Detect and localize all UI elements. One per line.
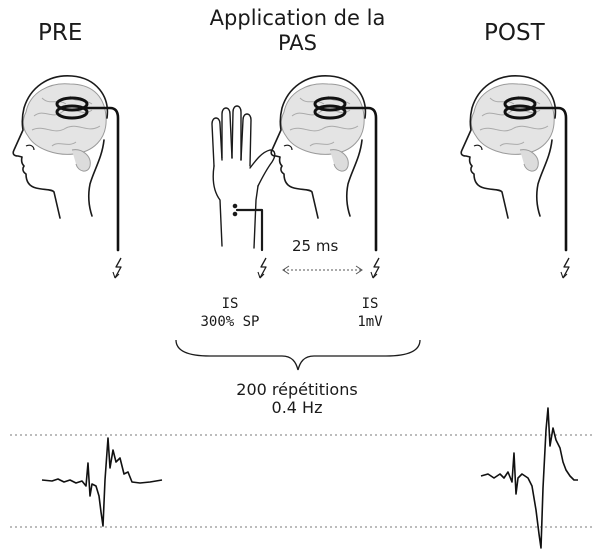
post-brain-icon [470, 83, 555, 172]
pas-brain-icon [280, 83, 365, 172]
pre-mep-trace [41, 437, 163, 527]
stimulus-left-line-2: 300% SP [200, 313, 260, 330]
pas-cortical-stimulus-icon [370, 257, 380, 279]
peripheral-stimulus-icon [257, 257, 267, 279]
pairing-brace [175, 339, 421, 371]
pre-label: PRE [38, 20, 83, 46]
interval-label: 25 ms [292, 237, 339, 255]
stimulus-right-label: IS 1mV [320, 296, 420, 331]
title-line-1: Application de la [209, 6, 386, 30]
pre-brain-icon [22, 83, 107, 172]
stimulus-left-label: IS 300% SP [180, 296, 280, 331]
stimulus-right-line-1: IS [361, 296, 379, 312]
stimulus-left-line-1: IS [221, 296, 239, 312]
repetitions-line-2: 0.4 Hz [271, 397, 323, 417]
repetitions-label: 200 répétitions 0.4 Hz [197, 381, 397, 416]
title-line-2: PAS [277, 31, 318, 55]
pre-stimulus-icon [112, 257, 122, 279]
stimulus-right-line-2: 1mV [357, 313, 383, 330]
post-mep-trace [480, 407, 578, 549]
interval-arrow [282, 265, 363, 275]
hand-icon [211, 105, 276, 252]
pas-head [270, 75, 380, 279]
repetitions-line-1: 200 répétitions [236, 380, 358, 399]
post-head [460, 75, 570, 279]
post-stimulus-icon [560, 257, 570, 279]
pre-head [12, 75, 122, 279]
post-label: POST [484, 20, 545, 46]
